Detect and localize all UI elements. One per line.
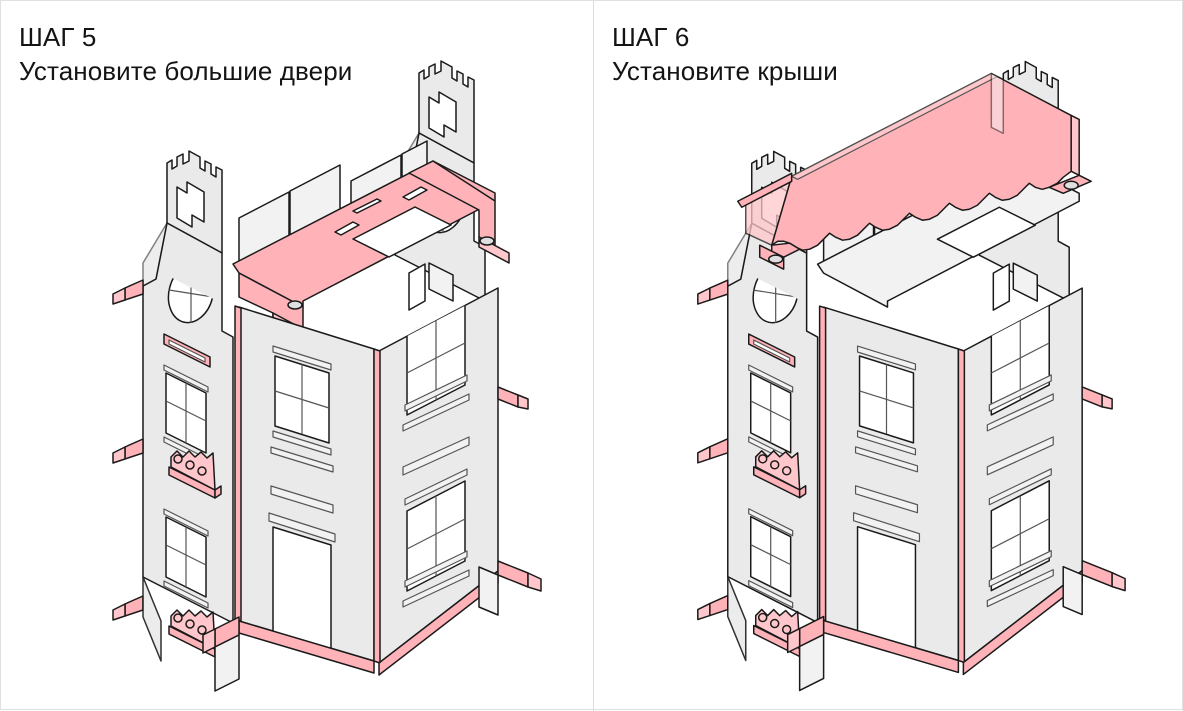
floor-panel-installed [816,160,1080,308]
flower-box-upper-left-2 [752,450,807,499]
vent-slot-left [163,333,211,368]
left-gable-wall-2 [697,150,819,662]
flower-box-upper-left [168,450,222,499]
tab-right-mid-2 [1081,386,1113,410]
window-side-lower [163,508,209,609]
step-panel-6: ШАГ 6 Установите крыши [593,1,1183,711]
window-front-upper-right-2 [986,292,1054,432]
window-front-upper-left [270,345,334,473]
highlighted-roof-panel[interactable] [737,72,1092,270]
tab-right-mid [497,386,529,410]
window-side-lower-2 [748,508,794,609]
tab-left-lower [112,595,144,621]
foot-tab-front-right-2 [1081,559,1126,592]
front-left-wall-2 [786,305,960,692]
front-right-wall-2 [957,287,1126,676]
tab-left-upper [112,438,144,464]
window-side-upper [163,364,209,465]
vent-slot-left-2 [747,333,796,368]
flower-box-lower-left [168,609,222,658]
step-6-heading: ШАГ 6 Установите крыши [612,21,838,89]
flower-box-lower-left-2 [752,608,807,658]
window-front-lower-right [402,468,470,608]
front-left-wall [202,305,375,692]
foot-tab-front-left-2 [786,615,825,654]
window-side-upper-2 [748,364,794,465]
step-6-title: Установите крыши [612,55,838,86]
step-6-illustration [697,60,1126,692]
tab-left-top [112,279,144,305]
step-6-number: ШАГ 6 [612,22,690,52]
rear-wall-top-2 [822,154,987,264]
tab-left-upper-2 [697,438,729,464]
tab-left-top-2 [697,279,729,305]
window-front-upper-right [402,292,470,432]
rear-wall-top [238,140,428,264]
window-front-lower-right-2 [986,468,1054,608]
step-5-number: ШАГ 5 [19,22,97,52]
foot-tab-front-right [497,560,542,592]
front-right-wall [373,287,542,676]
window-front-upper-left-2 [854,345,919,473]
large-door-left [268,512,336,661]
oval-window-left-2 [752,263,799,324]
right-gable-wall [394,60,486,302]
roof-ridge-support [990,72,1005,135]
highlighted-floor-panel[interactable] [232,160,510,340]
oval-window-right [419,172,467,234]
step-5-heading: ШАГ 5 Установите большие двери [19,21,352,89]
right-gable-wall-2 [978,60,1070,302]
large-door-left-2 [852,512,921,661]
interior-divider-left [408,262,454,311]
step-5-title: Установите большие двери [19,55,353,86]
step-5-illustration: .o { stroke:#1A1A1A; stroke-width:1.5; s… [112,60,542,692]
left-gable-wall [112,150,234,662]
tab-left-lower-2 [697,594,729,621]
interior-divider-right [992,262,1038,311]
step-panel-5: ШАГ 5 Установите большие двери .o { stro… [1,1,593,711]
oval-window-left [167,263,215,324]
foot-tab-front-left [202,616,240,654]
